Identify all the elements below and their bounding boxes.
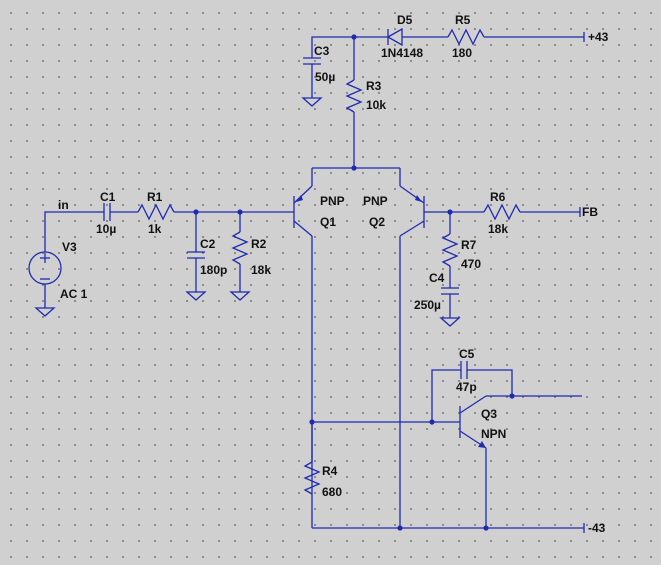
resistor-r7[interactable] <box>441 233 459 267</box>
capacitor-c2[interactable] <box>187 251 205 259</box>
wire-in <box>44 211 104 252</box>
c3-value-label: 50µ <box>315 70 336 84</box>
c5-name-label: C5 <box>459 347 475 361</box>
ground-symbol <box>229 264 251 301</box>
q3-type-label: NPN <box>481 427 507 441</box>
r6-value-label: 18k <box>488 222 509 236</box>
resistor-r3[interactable] <box>345 79 363 113</box>
ground-symbol <box>439 294 461 327</box>
c5-value-label: 47p <box>456 380 477 394</box>
wire <box>467 369 513 396</box>
voltage-source-v3[interactable] <box>28 251 62 285</box>
capacitor-c1[interactable] <box>103 203 111 221</box>
c1-value-label: 10µ <box>96 222 117 236</box>
c4-name-label: C4 <box>429 271 445 285</box>
r2-name-label: R2 <box>251 237 267 251</box>
r5-name-label: R5 <box>455 13 471 27</box>
q1-type-label: PNP <box>320 194 345 208</box>
transistor-q1[interactable] <box>293 185 313 237</box>
c3-name-label: C3 <box>314 44 330 58</box>
supply-label-minus: -43 <box>588 521 606 535</box>
r5-value-label: 180 <box>452 46 473 60</box>
transistor-q3[interactable] <box>459 395 487 449</box>
wire <box>311 36 354 58</box>
ground-symbol <box>301 64 323 107</box>
junction-dot <box>397 525 403 531</box>
r7-name-label: R7 <box>461 238 477 252</box>
r3-value-label: 10k <box>366 98 387 112</box>
diode-d5[interactable] <box>386 27 403 47</box>
r7-value-label: 470 <box>461 257 482 271</box>
resistor-r2[interactable] <box>231 231 249 265</box>
supply-label-plus: +43 <box>588 30 609 44</box>
r6-name-label: R6 <box>490 190 506 204</box>
transistor-q2[interactable] <box>399 185 425 237</box>
q3-name-label: Q3 <box>481 407 498 421</box>
d5-value-label: 1N4148 <box>381 46 424 60</box>
c2-value-label: 180p <box>200 263 228 277</box>
r1-name-label: R1 <box>147 190 163 204</box>
resistor-r6[interactable] <box>483 203 521 221</box>
d5-name-label: D5 <box>397 13 413 27</box>
r4-name-label: R4 <box>322 464 338 478</box>
r2-value-label: 18k <box>251 263 272 277</box>
resistor-r1[interactable] <box>137 203 175 221</box>
q2-type-label: PNP <box>363 194 388 208</box>
capacitor-c4[interactable] <box>441 287 459 295</box>
v3-name-label: V3 <box>62 240 77 254</box>
resistor-r5[interactable] <box>447 28 485 46</box>
ground-symbol <box>34 284 56 317</box>
r3-name-label: R3 <box>366 79 382 93</box>
r1-value-label: 1k <box>148 222 162 236</box>
q2-name-label: Q2 <box>369 215 386 229</box>
capacitor-c3[interactable] <box>303 57 321 65</box>
q1-name-label: Q1 <box>320 215 337 229</box>
net-label-in: in <box>58 198 69 212</box>
c4-value-label: 250µ <box>414 298 441 312</box>
resistor-r4[interactable] <box>303 461 321 495</box>
ground-symbol <box>185 258 207 301</box>
net-label-fb: FB <box>582 205 598 219</box>
capacitor-c5[interactable] <box>460 361 468 379</box>
c1-name-label: C1 <box>100 190 116 204</box>
v3-value-label: AC 1 <box>60 287 88 301</box>
c2-name-label: C2 <box>200 237 216 251</box>
r4-value-label: 680 <box>322 485 343 499</box>
wire <box>431 369 461 422</box>
junction-dot <box>483 525 489 531</box>
